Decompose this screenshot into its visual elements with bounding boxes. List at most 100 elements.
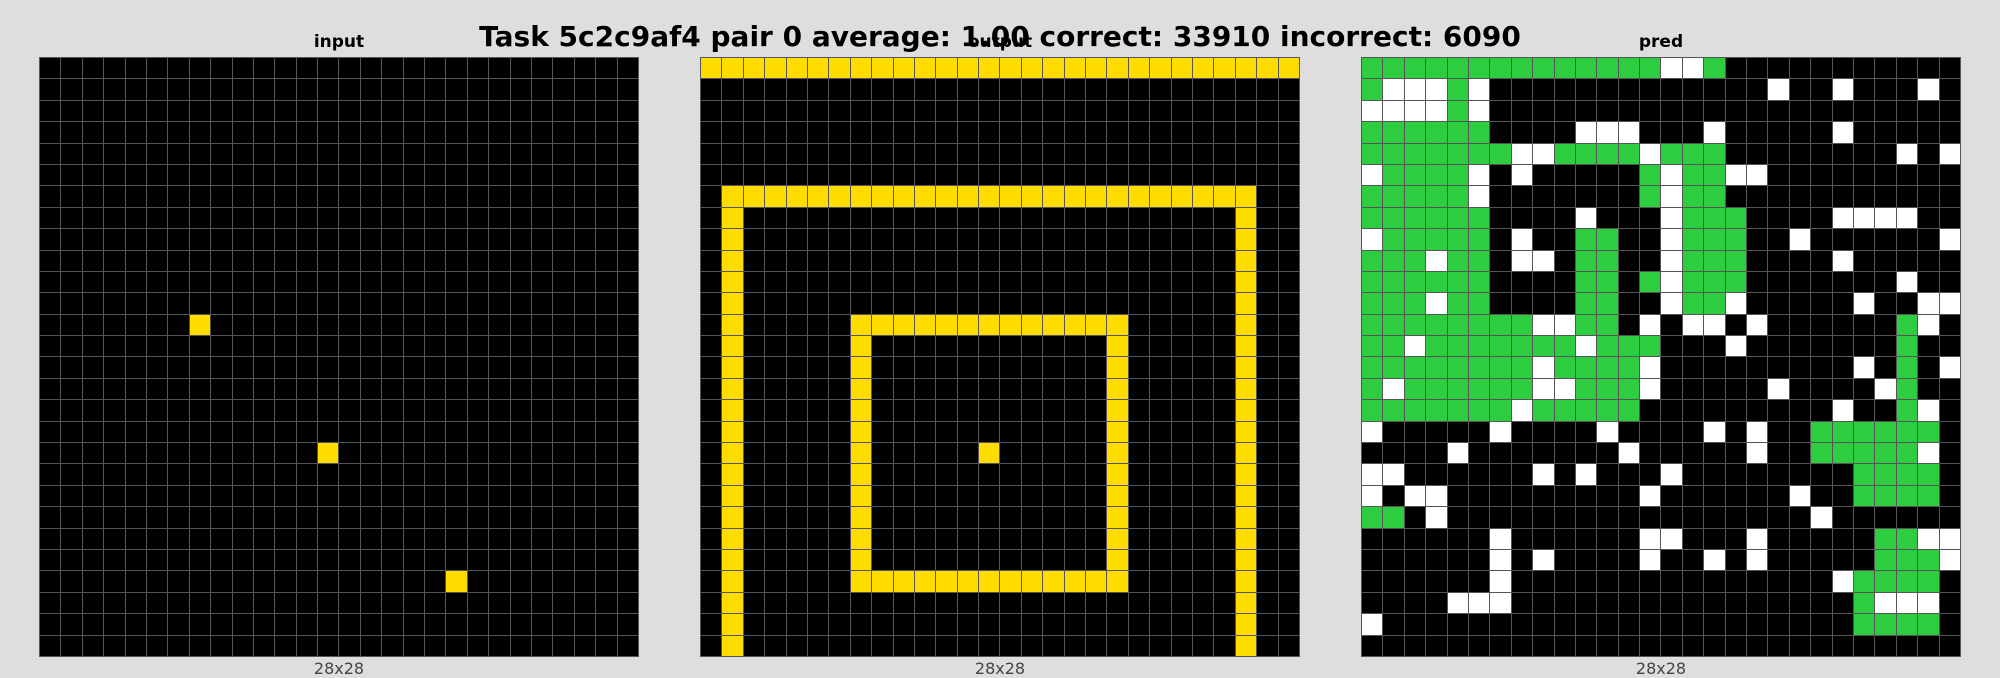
- grid-cell: [296, 186, 318, 207]
- grid-cell: [1725, 635, 1747, 656]
- grid-cell: [1128, 336, 1150, 357]
- grid-cell: [82, 143, 104, 164]
- grid-cell: [850, 357, 872, 378]
- grid-cell: [1426, 421, 1447, 443]
- grid-cell: [189, 293, 211, 314]
- grid-cell: [893, 592, 914, 614]
- grid-cell: [1768, 528, 1789, 550]
- grid-cell: [1811, 485, 1832, 507]
- grid-cell: [360, 571, 382, 592]
- grid-cell: [979, 571, 1000, 592]
- grid-cell: [786, 314, 807, 336]
- grid-cell: [40, 357, 61, 378]
- grid-cell: [232, 314, 253, 336]
- grid-cell: [979, 79, 1000, 100]
- grid-cell: [1107, 122, 1128, 143]
- grid-cell: [1278, 79, 1299, 100]
- grid-cell: [275, 164, 296, 186]
- grid-cell: [82, 400, 104, 421]
- grid-cell: [1533, 100, 1554, 122]
- grid-cell: [467, 336, 489, 357]
- grid-cell: [189, 571, 211, 592]
- grid-cell: [1747, 528, 1768, 550]
- grid-cell: [318, 400, 339, 421]
- grid-cell: [617, 122, 638, 143]
- grid-cell: [1043, 443, 1064, 464]
- grid-cell: [1150, 400, 1171, 421]
- grid-cell: [104, 207, 125, 229]
- grid-cell: [1533, 250, 1554, 271]
- grid-cell: [1107, 443, 1128, 464]
- grid-cell: [1854, 421, 1875, 443]
- grid-cell: [125, 250, 146, 271]
- grid-cell: [786, 443, 807, 464]
- grid-cell: [1128, 550, 1150, 571]
- grid-cell: [1171, 378, 1193, 400]
- grid-cell: [893, 229, 914, 250]
- grid-cell: [807, 271, 829, 293]
- grid-cell: [1404, 79, 1426, 100]
- grid-cell: [232, 443, 253, 464]
- grid-cell: [1618, 592, 1640, 614]
- grid-cell: [1235, 293, 1257, 314]
- grid-cell: [1278, 58, 1299, 79]
- grid-cell: [168, 164, 189, 186]
- grid-cell: [1554, 400, 1575, 421]
- grid-cell: [1171, 58, 1193, 79]
- grid-cell: [1447, 635, 1468, 656]
- grid-cell: [1789, 186, 1811, 207]
- grid-cell: [1362, 464, 1383, 485]
- grid-cell: [1832, 443, 1854, 464]
- grid-cell: [872, 122, 893, 143]
- grid-cell: [1533, 271, 1554, 293]
- grid-cell: [40, 592, 61, 614]
- grid-cell: [1725, 164, 1747, 186]
- grid-cell: [489, 357, 510, 378]
- grid-cell: [893, 293, 914, 314]
- grid-cell: [1618, 550, 1640, 571]
- grid-cell: [1704, 207, 1725, 229]
- grid-cell: [1832, 100, 1854, 122]
- grid-cell: [914, 164, 936, 186]
- grid-cell: [510, 250, 532, 271]
- grid-cell: [1854, 507, 1875, 528]
- grid-cell: [1043, 400, 1064, 421]
- grid-cell: [211, 164, 232, 186]
- grid-cell: [1747, 464, 1768, 485]
- grid-cell: [1468, 250, 1490, 271]
- grid-cell: [1661, 571, 1682, 592]
- grid-cell: [1789, 421, 1811, 443]
- grid-cell: [872, 58, 893, 79]
- grid-cell: [1278, 293, 1299, 314]
- grid-cell: [1214, 293, 1235, 314]
- grid-cell: [296, 79, 318, 100]
- grid-cell: [1064, 58, 1086, 79]
- grid-cell: [1426, 58, 1447, 79]
- grid-cell: [1939, 571, 1960, 592]
- grid-cell: [40, 250, 61, 271]
- grid-cell: [1533, 357, 1554, 378]
- grid-cell: [1064, 571, 1086, 592]
- grid-cell: [1875, 421, 1896, 443]
- grid-cell: [489, 229, 510, 250]
- grid-cell: [1064, 293, 1086, 314]
- grid-cell: [275, 100, 296, 122]
- grid-cell: [574, 421, 596, 443]
- grid-cell: [1939, 79, 1960, 100]
- grid-cell: [914, 635, 936, 656]
- grid-cell: [40, 550, 61, 571]
- grid-cell: [1214, 58, 1235, 79]
- grid-cell: [1918, 314, 1939, 336]
- grid-cell: [1875, 357, 1896, 378]
- grid-cell: [1000, 58, 1021, 79]
- grid-cell: [1490, 271, 1511, 293]
- grid-cell: [1426, 100, 1447, 122]
- grid-cell: [1000, 293, 1021, 314]
- grid-cell: [1725, 357, 1747, 378]
- grid-cell: [553, 79, 574, 100]
- grid-cell: [339, 58, 360, 79]
- grid-cell: [893, 122, 914, 143]
- grid-cell: [1575, 400, 1597, 421]
- grid-cell: [765, 100, 786, 122]
- grid-cell: [275, 336, 296, 357]
